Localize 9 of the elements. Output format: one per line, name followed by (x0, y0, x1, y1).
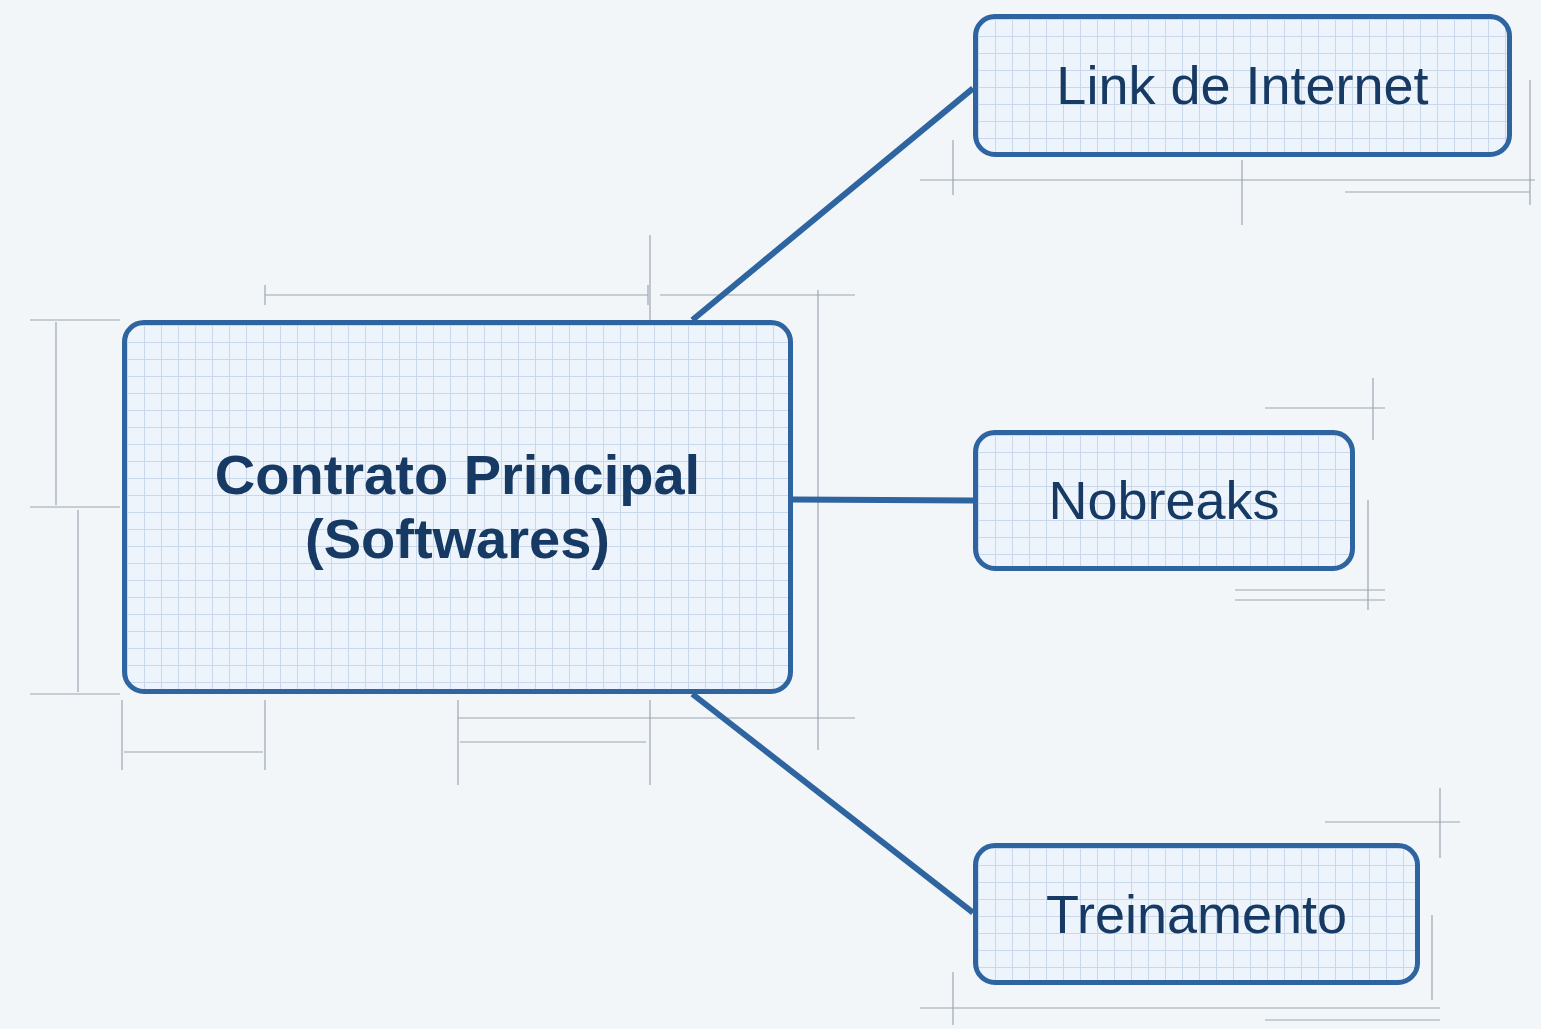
process-box (973, 430, 1355, 571)
process-box (973, 14, 1512, 157)
node-label: Contrato Principal (Softwares) (213, 442, 702, 572)
node-label: Treinamento (1045, 882, 1348, 946)
process-box (122, 320, 793, 694)
process-box (973, 843, 1420, 985)
connector-line (792, 496, 974, 504)
node-label: Link de Internet (1056, 54, 1429, 117)
node-label: Nobreaks (1048, 469, 1280, 532)
